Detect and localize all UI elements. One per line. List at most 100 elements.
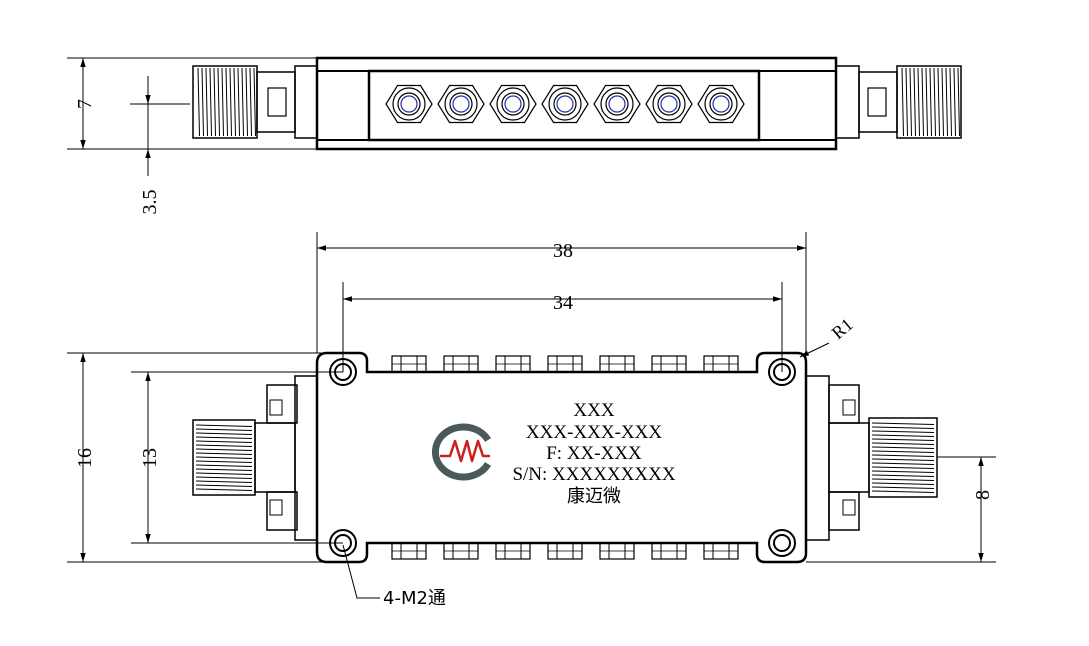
thread-line: [871, 446, 935, 449]
thread-line: [245, 67, 248, 137]
dim-length-outer: 38: [553, 240, 573, 262]
thread-line: [913, 67, 916, 137]
label-line-2: XXX-XXX-XXX: [526, 422, 662, 443]
front-body: [315, 351, 808, 564]
front-left-connector: [192, 375, 318, 541]
thread-line: [905, 67, 908, 137]
company-logo: [431, 423, 491, 481]
thread-line: [929, 67, 932, 137]
thread-line: [221, 67, 224, 137]
thread-line: [945, 67, 948, 137]
thread-line: [871, 482, 935, 485]
thread-line: [871, 486, 935, 489]
thread-line: [871, 422, 935, 425]
dim-connector-offset: 8: [972, 490, 994, 500]
thread-line: [949, 67, 952, 137]
thread-line: [871, 450, 935, 453]
tuning-screw: [645, 84, 693, 124]
tuning-screw: [697, 84, 745, 124]
screw-nut: [391, 355, 427, 373]
thread-line: [201, 67, 204, 137]
top-dimensions: [67, 57, 317, 176]
thread-line: [195, 456, 253, 459]
screw-nut: [547, 542, 583, 560]
screw-nut: [703, 355, 739, 373]
dim-length-holes: 34: [553, 292, 573, 314]
label-line-3: F: XX-XXX: [546, 443, 642, 464]
tuning-screw: [437, 84, 485, 124]
thread-line: [241, 67, 244, 137]
hole-note: 4-M2通: [383, 588, 446, 609]
label-line-5: 康迈微: [567, 486, 621, 507]
thread-line: [195, 440, 253, 443]
thread-line: [871, 462, 935, 465]
thread-line: [195, 476, 253, 479]
front-dimensions: [67, 232, 996, 599]
top-right-connector: [835, 65, 962, 139]
thread-line: [937, 67, 940, 137]
thread-line: [195, 428, 253, 431]
thread-line: [195, 468, 253, 471]
thread-line: [209, 67, 212, 137]
thread-line: [205, 67, 208, 137]
thread-line: [195, 424, 253, 427]
thread-line: [197, 67, 200, 137]
screw-panel: [367, 69, 761, 142]
thread-line: [195, 464, 253, 467]
dim-width-outer: 16: [74, 448, 96, 468]
thread-line: [871, 454, 935, 457]
thread-line: [921, 67, 924, 137]
thread-line: [917, 67, 920, 137]
thread-line: [233, 67, 236, 137]
screw-nut: [703, 542, 739, 560]
thread-line: [225, 67, 228, 137]
thread-line: [925, 67, 928, 137]
thread-line: [901, 67, 904, 137]
thread-line: [195, 452, 253, 455]
label-line-4: S/N: XXXXXXXXX: [512, 464, 675, 485]
thread-line: [253, 67, 256, 137]
dim-width-holes: 13: [139, 448, 161, 468]
thread-line: [871, 474, 935, 477]
thread-line: [195, 436, 253, 439]
thread-line: [909, 67, 912, 137]
label-line-1: XXX: [573, 400, 614, 421]
dim-corner-radius: R1: [828, 314, 857, 343]
thread-line: [237, 67, 240, 137]
top-view: [192, 56, 962, 151]
screw-nut: [547, 355, 583, 373]
thread-line: [195, 484, 253, 487]
front-view: [192, 351, 938, 564]
thread-line: [195, 480, 253, 483]
thread-line: [871, 438, 935, 441]
thread-line: [195, 448, 253, 451]
thread-line: [957, 67, 960, 137]
thread-line: [195, 488, 253, 491]
screw-nut: [599, 542, 635, 560]
thread-line: [195, 432, 253, 435]
screw-nut: [599, 355, 635, 373]
screw-nut: [443, 355, 479, 373]
top-body: [315, 56, 838, 151]
screw-nut: [495, 355, 531, 373]
front-nuts-bottom: [391, 542, 739, 560]
thread-line: [871, 434, 935, 437]
top-screws: [385, 84, 745, 124]
thread-line: [953, 67, 956, 137]
screw-nut: [651, 542, 687, 560]
front-right-connector: [805, 375, 938, 541]
thread-line: [871, 490, 935, 493]
screw-nut: [495, 542, 531, 560]
thread-line: [217, 67, 220, 137]
thread-line: [195, 460, 253, 463]
thread-line: [871, 458, 935, 461]
dim-top-offset: 3.5: [139, 190, 161, 215]
thread-line: [871, 470, 935, 473]
tuning-screw: [541, 84, 589, 124]
thread-line: [871, 426, 935, 429]
thread-line: [933, 67, 936, 137]
screw-nut: [391, 542, 427, 560]
top-left-connector: [192, 65, 318, 139]
